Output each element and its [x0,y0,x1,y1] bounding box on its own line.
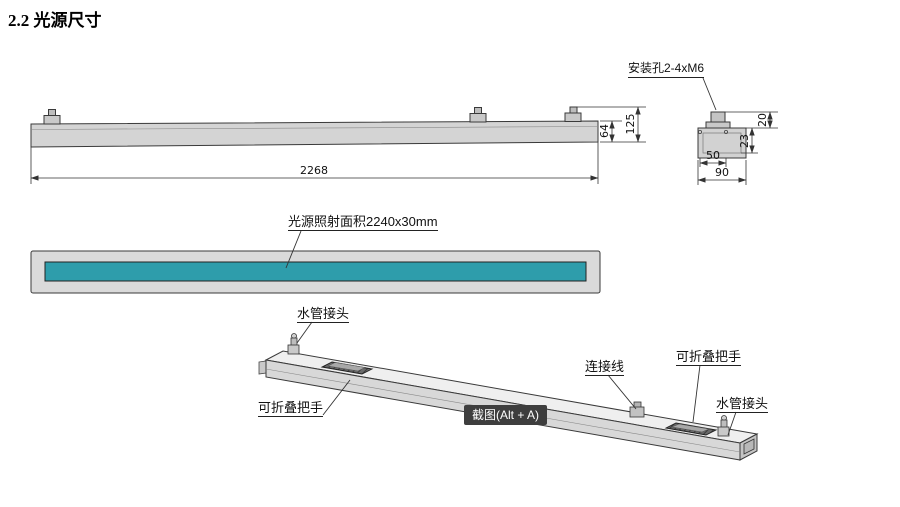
foldable-handle-right [664,422,718,436]
dim-125-text: 125 [624,114,637,135]
illumination-window [44,261,587,282]
mount-hole-right [724,129,729,134]
leader-lines [285,77,737,436]
end-plate [743,438,755,455]
dim-2268-text: 2268 [300,164,328,177]
dimension-23: 23 [738,127,758,154]
front-view-drawing: 2268 64 125 [30,106,646,184]
cable-connector [629,401,645,418]
dim-90-text: 90 [715,166,729,179]
callout-mounting-holes: 安装孔2-4xM6 [628,61,705,78]
dimension-width: 90 [697,160,747,185]
screenshot-tooltip[interactable]: 截图(Alt + A) [464,405,548,425]
mounting-block-right [564,106,582,122]
foldable-handle-left [320,361,374,375]
callout-illumination-area: 光源照射面积2240x30mm [288,214,438,231]
mounting-pin [710,111,726,123]
left-end-tab [258,360,267,375]
pin-base [705,121,731,129]
dim-64-text: 64 [598,124,611,138]
callout-foldable-handle-right: 可折叠把手 [676,349,742,366]
water-connector-right [717,415,730,437]
lightbar-body [30,120,599,148]
dimension-pin-height: 20 [725,111,778,129]
window-view-drawing [30,250,601,294]
dimension-hole-spacing: 50 [699,149,727,167]
callout-foldable-handle-left: 可折叠把手 [258,400,324,417]
water-connector-left [287,333,300,355]
mounting-block-middle [469,107,487,123]
dimension-length: 2268 [30,142,599,184]
section-title: 2.2 光源尺寸 [8,11,102,30]
dim-50-text: 50 [706,149,720,162]
mount-hole-left [698,129,703,134]
dim-20-text: 20 [756,113,769,127]
callout-water-connector-right: 水管接头 [716,396,769,413]
side-view-drawing: 20 23 50 90 [697,111,778,185]
dimension-total-height: 125 [577,106,646,143]
mounting-block-left [43,109,61,125]
dimension-body-height: 64 [598,120,646,143]
callout-cable: 连接线 [585,359,625,376]
dim-23-text: 23 [738,134,751,148]
callout-water-connector-top: 水管接头 [297,306,350,323]
